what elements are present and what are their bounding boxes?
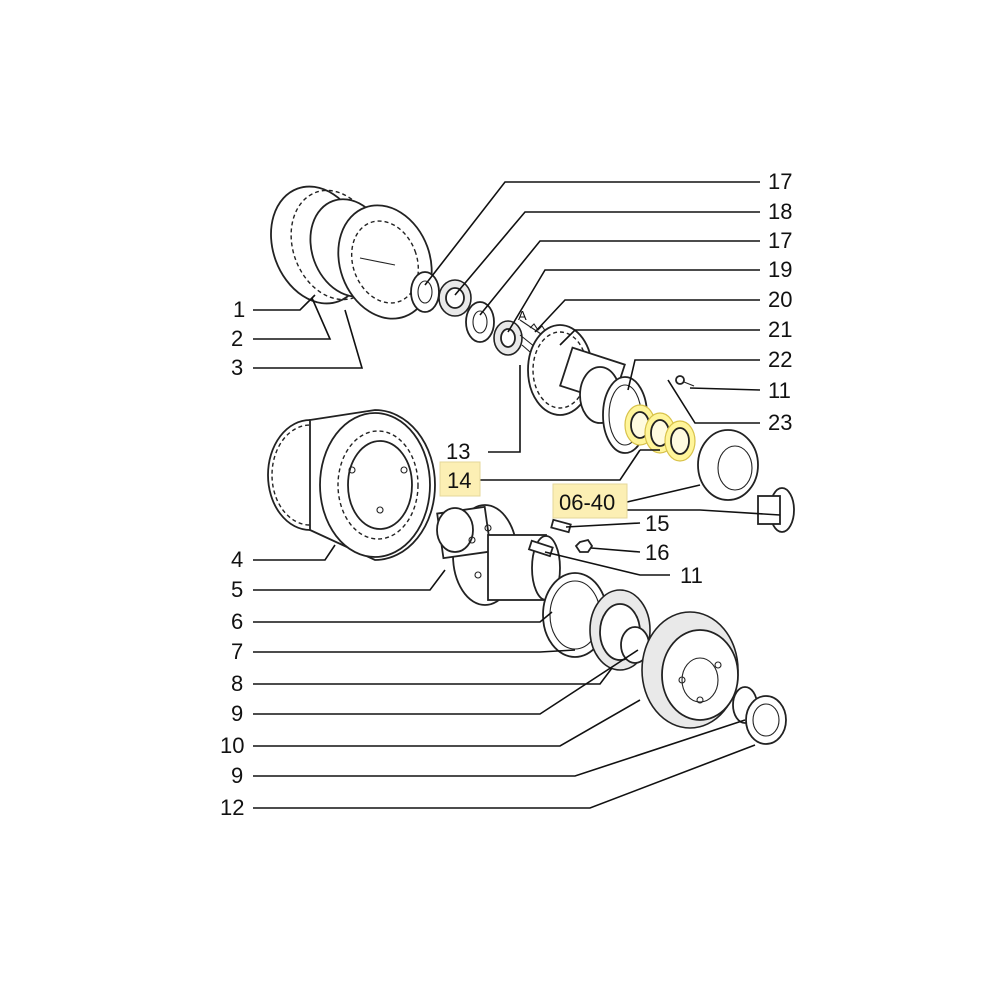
- callout-20: 20: [768, 287, 792, 312]
- callout-10: 10: [220, 733, 244, 758]
- callout-17: 17: [768, 169, 792, 194]
- callout-21: 21: [768, 317, 792, 342]
- callout-23: 23: [768, 410, 792, 435]
- callout-8: 8: [231, 671, 243, 696]
- callout-19: 19: [768, 257, 792, 282]
- screw-top: [675, 375, 695, 387]
- brake-drum-10: [641, 611, 739, 729]
- callout-5: 5: [231, 577, 243, 602]
- callout-18: 18: [768, 199, 792, 224]
- callout-06-40-highlight: [552, 483, 628, 519]
- callout-9: 9: [231, 701, 243, 726]
- callout-16: 16: [645, 540, 669, 565]
- seal-group: [542, 572, 651, 671]
- callout-11: 11: [768, 378, 791, 403]
- planet-carrier: [697, 429, 795, 533]
- callout-22: 22: [768, 347, 792, 372]
- highlighted-rings-14: [624, 404, 696, 462]
- callout-6: 6: [231, 609, 243, 634]
- callout-11: 11: [680, 563, 703, 588]
- callout-4: 4: [231, 547, 243, 572]
- callout-3: 3: [231, 355, 243, 380]
- callout-14-highlight: [439, 461, 481, 497]
- callout-14: 14: [447, 468, 471, 493]
- leader-lines: [253, 181, 781, 809]
- callout-13: 13: [446, 439, 470, 464]
- callout-1: 1: [233, 297, 245, 322]
- callout-17: 17: [768, 228, 792, 253]
- end-rings: [732, 686, 787, 745]
- crown-gear-assembly: [270, 185, 433, 320]
- callout-7: 7: [231, 639, 243, 664]
- callout-9: 9: [231, 763, 243, 788]
- callout-15: 15: [645, 511, 669, 536]
- detail-marker-a: A: [518, 308, 527, 323]
- bearing-set: [410, 271, 523, 356]
- callout-12: 12: [220, 795, 244, 820]
- callout-labels: 17 18 17 19 20 21 22 11 23 1 2 3 13 14 0…: [220, 169, 792, 820]
- callout-06-40: 06-40: [559, 490, 615, 515]
- wheel-hub-5: [436, 504, 561, 606]
- ring-gear-4: [267, 409, 436, 561]
- callout-2: 2: [231, 326, 243, 351]
